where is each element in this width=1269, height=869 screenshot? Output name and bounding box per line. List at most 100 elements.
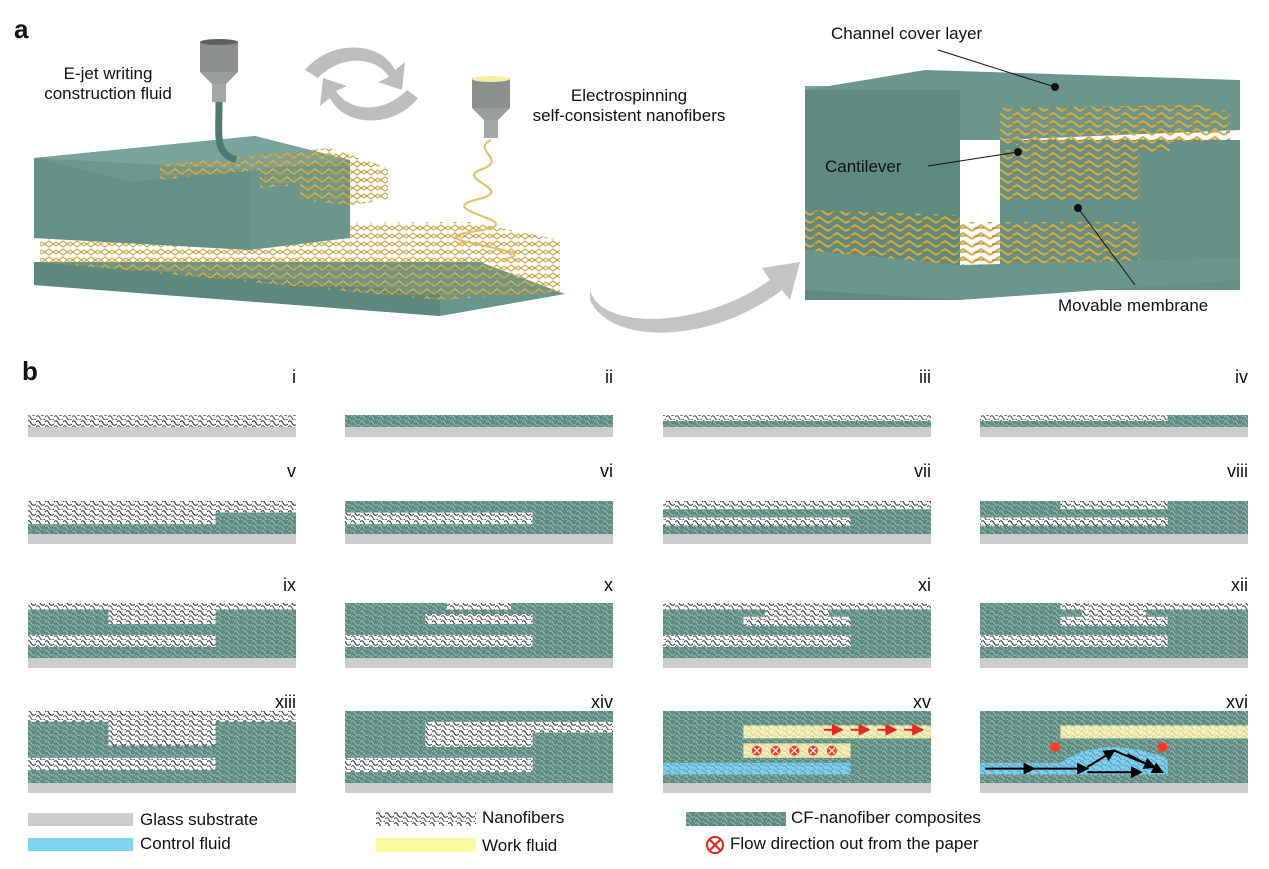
electrospinning-label-line1: Electrospinning <box>570 86 688 105</box>
composite-layer <box>663 421 931 427</box>
cycle-arrow-icon <box>305 47 418 121</box>
legend-swatch-control <box>28 838 133 851</box>
legend-swatch-composite <box>686 812 786 826</box>
nanofiber-layer <box>108 609 216 624</box>
legend-composite-label: CF-nanofiber composites <box>791 808 981 827</box>
step-vii-cross-section <box>663 501 931 544</box>
cantilever-label: Cantilever <box>825 157 902 176</box>
step-number: vii <box>914 461 931 481</box>
nanofiber-layer <box>108 732 216 746</box>
flow-out-icon <box>706 836 724 854</box>
composite-layer <box>980 421 1248 427</box>
nanofiber-layer <box>980 415 1168 421</box>
nanofiber-layer <box>663 415 931 421</box>
control-flow-arrow-icon <box>1086 749 1116 769</box>
step-xi-cross-section <box>663 603 931 668</box>
glass-substrate <box>980 427 1248 437</box>
nanofiber-layer <box>1081 609 1147 617</box>
glass-substrate <box>345 783 613 793</box>
step-number: xiii <box>275 692 296 712</box>
work-fluid-channel <box>1060 725 1248 739</box>
nanofiber-layer <box>1060 616 1168 627</box>
control-fluid-channel <box>663 762 851 775</box>
nanofiber-layer <box>28 501 296 513</box>
step-number: vi <box>600 461 613 481</box>
nanofiber-layer <box>425 614 533 624</box>
nanofiber-layer <box>663 603 931 610</box>
step-number: xiv <box>591 692 613 712</box>
step-vi-cross-section <box>345 501 613 544</box>
flow-out-icon <box>1050 742 1061 752</box>
glass-substrate <box>980 783 1248 793</box>
glass-substrate <box>345 534 613 544</box>
nanofiber-layer <box>980 634 1168 647</box>
step-number: xii <box>1231 575 1248 595</box>
glass-substrate <box>663 534 931 544</box>
nanofiber-layer <box>108 721 216 733</box>
step-number: i <box>292 367 296 387</box>
panel-a-letter: a <box>14 14 29 44</box>
nanofiber-layer <box>28 415 296 427</box>
step-number: ix <box>283 575 296 595</box>
upper-block <box>34 136 388 250</box>
nanofiber-layer <box>663 501 931 510</box>
panel-a-illustration <box>34 39 1240 333</box>
legend-work-label: Work fluid <box>482 836 558 855</box>
step-iv-cross-section <box>980 415 1248 437</box>
legend-control-label: Control fluid <box>140 834 231 853</box>
step-xv-cross-section <box>663 711 931 793</box>
panel-b-letter: b <box>22 356 38 386</box>
glass-substrate <box>980 658 1248 668</box>
electrospinning-label: Electrospinning self-consistent nanofibe… <box>524 86 734 126</box>
nanofiber-layer <box>446 603 512 610</box>
step-ii-cross-section <box>345 415 613 437</box>
nanofiber-layer <box>345 634 533 647</box>
legend-flow-label: Flow direction out from the paper <box>730 834 979 853</box>
step-number: xv <box>913 692 931 712</box>
glass-substrate <box>663 783 931 793</box>
movable-membrane-label: Movable membrane <box>1058 296 1209 315</box>
nanofiber-layer <box>425 732 533 747</box>
glass-substrate <box>663 427 931 437</box>
glass-substrate <box>28 534 296 544</box>
glass-substrate <box>28 783 296 793</box>
nanofiber-layer <box>345 757 533 773</box>
glass-substrate <box>663 658 931 668</box>
step-iii-cross-section <box>663 415 931 437</box>
callout-lines <box>927 49 1136 286</box>
nanofiber-layer <box>28 757 216 771</box>
ejet-nozzle-icon <box>200 39 238 164</box>
legend-glass-label: Glass substrate <box>140 810 259 829</box>
step-xiii-cross-section <box>28 711 296 793</box>
step-number: viii <box>1227 461 1248 481</box>
composite-layer <box>1167 415 1248 421</box>
step-number: xi <box>918 575 931 595</box>
step-ix-cross-section <box>28 603 296 668</box>
legend-swatch-nanofibers <box>376 812 476 826</box>
ejet-label-line2: construction fluid <box>44 84 172 103</box>
glass-substrate <box>28 427 296 437</box>
nanofiber-layer <box>28 603 296 610</box>
step-viii-cross-section <box>980 501 1248 544</box>
step-number: x <box>604 575 613 595</box>
control-flow-arrow-icon <box>1126 753 1165 774</box>
step-x-cross-section <box>345 603 613 668</box>
nanofiber-layer <box>28 634 216 647</box>
glass-substrate <box>980 534 1248 544</box>
nanofiber-layer <box>663 517 851 526</box>
legend-swatch-work <box>376 838 476 852</box>
nanofiber-layer <box>663 634 851 647</box>
legend-nanofibers-label: Nanofibers <box>482 808 565 827</box>
device-block <box>805 70 1240 300</box>
glass-substrate <box>28 658 296 668</box>
callout-dot-membrane <box>1074 204 1082 212</box>
nanofiber-layer <box>1060 501 1168 510</box>
step-number: iii <box>919 367 931 387</box>
callout-dot-cover <box>1051 83 1059 91</box>
nanofiber-layer <box>1060 603 1248 610</box>
electrospinning-nozzle-icon <box>454 76 516 261</box>
step-xii-cross-section <box>980 603 1248 668</box>
work-fluid-channel <box>743 725 931 739</box>
ejet-label: E-jet writing construction fluid <box>38 64 178 104</box>
